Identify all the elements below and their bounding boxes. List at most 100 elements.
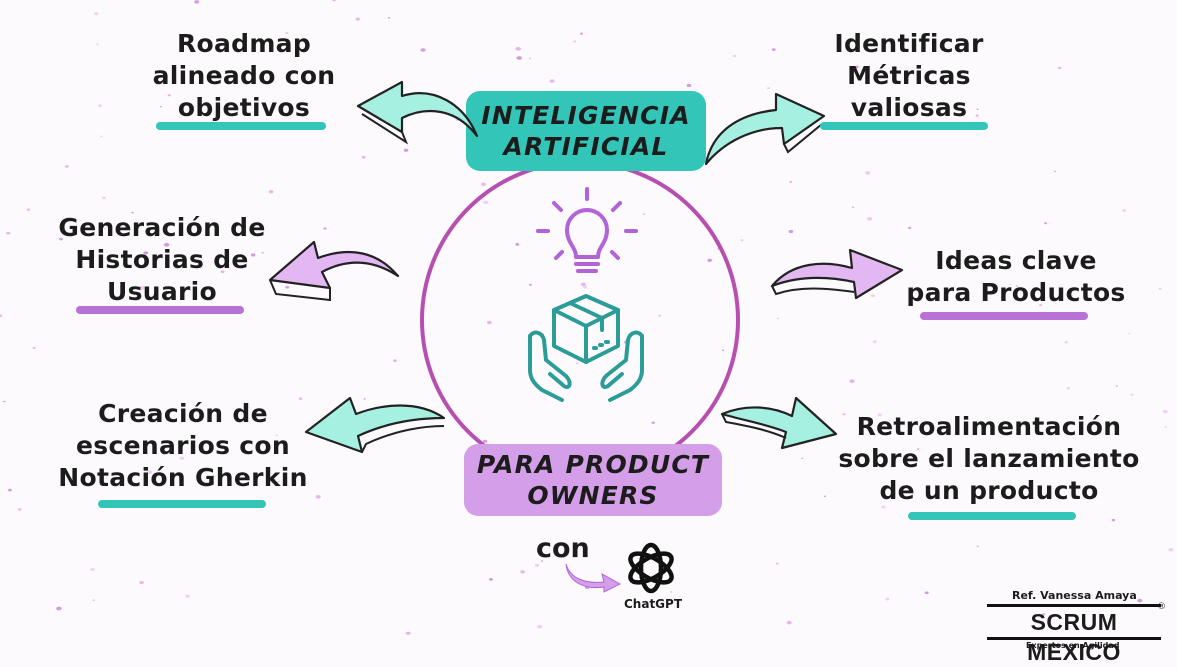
confetti-dot — [529, 283, 532, 286]
confetti-dot — [529, 57, 532, 60]
confetti-dot — [849, 379, 855, 384]
confetti-dot — [220, 270, 225, 274]
confetti-dot — [1053, 170, 1056, 173]
confetti-dot — [870, 294, 875, 297]
ideas-underline — [920, 312, 1088, 320]
confetti-dot — [403, 148, 409, 152]
gherkin-line-1: Creación de — [98, 399, 268, 428]
gherkin-line-3: Notación Gherkin — [58, 463, 308, 492]
metricas-line-1: Identificar — [834, 29, 984, 58]
confetti-dot — [3, 400, 6, 403]
confetti-dot — [163, 242, 170, 247]
confetti-dot — [520, 570, 525, 574]
gherkin-label: Creación de escenarios con Notación Gher… — [52, 398, 314, 494]
confetti-dot — [185, 594, 190, 598]
confetti-dot — [285, 285, 290, 289]
confetti-dot — [576, 362, 579, 365]
ai-banner-line-1: INTELIGENCIA — [481, 101, 691, 130]
confetti-dot — [1115, 385, 1119, 387]
confetti-dot — [771, 48, 776, 51]
arrow-to-historias — [268, 240, 400, 302]
confetti-dot — [96, 43, 99, 46]
metricas-line-2: Métricas — [847, 61, 971, 90]
historias-line-1: Generación de — [58, 213, 266, 242]
confetti-dot — [323, 227, 327, 230]
confetti-dot — [928, 457, 932, 460]
confetti-dot — [92, 599, 96, 602]
confetti-dot — [94, 12, 99, 16]
confetti-dot — [1042, 613, 1046, 616]
confetti-dot — [1137, 598, 1143, 603]
confetti-dot — [642, 213, 646, 216]
confetti-dot — [405, 631, 411, 635]
confetti-dot — [100, 135, 103, 138]
confetti-dot — [865, 170, 871, 175]
confetti-dot — [487, 320, 492, 325]
confetti-dot — [98, 104, 102, 107]
confetti-dot — [881, 505, 886, 509]
confetti-dot — [285, 31, 289, 35]
metricas-label: Identificar Métricas valiosas — [800, 28, 1018, 124]
confetti-dot — [549, 79, 555, 83]
confetti-dot — [516, 56, 522, 60]
con-text: con — [536, 533, 590, 564]
confetti-dot — [908, 226, 912, 229]
confetti-dot — [483, 200, 489, 205]
confetti-dot — [167, 94, 171, 97]
po-banner-line-2: OWNERS — [527, 481, 659, 510]
ideas-label: Ideas clave para Productos — [896, 245, 1136, 309]
confetti-dot — [1128, 332, 1131, 335]
confetti-dot — [540, 560, 544, 562]
historias-label: Generación de Historias de Usuario — [44, 212, 280, 308]
confetti-dot — [776, 317, 780, 320]
confetti-dot — [877, 413, 882, 417]
confetti-dot — [56, 606, 62, 611]
metricas-underline — [820, 122, 988, 130]
confetti-dot — [388, 17, 391, 19]
gherkin-underline — [98, 500, 266, 508]
confetti-dot — [17, 508, 22, 511]
confetti-dot — [1044, 222, 1047, 225]
confetti-dot — [1162, 409, 1168, 414]
confetti-dot — [686, 83, 692, 88]
roadmap-underline — [156, 122, 326, 130]
confetti-dot — [789, 181, 793, 183]
logo-wordmark: SCRUM MEXICO — [1027, 609, 1121, 665]
confetti-dot — [104, 227, 107, 230]
confetti-dot — [924, 591, 929, 595]
confetti-dot — [580, 32, 583, 35]
roadmap-line-1: Roadmap — [176, 29, 312, 58]
retro-line-2: sobre el lanzamiento — [838, 444, 1140, 473]
confetti-dot — [59, 237, 63, 241]
confetti-dot — [658, 314, 661, 317]
confetti-dot — [786, 620, 792, 625]
confetti-dot — [866, 217, 873, 221]
confetti-dot — [767, 87, 770, 90]
confetti-dot — [483, 439, 488, 443]
confetti-dot — [1158, 287, 1162, 290]
confetti-dot — [393, 359, 397, 362]
confetti-dot — [139, 581, 144, 584]
lightbulb-icon — [536, 187, 638, 273]
confetti-dot — [852, 206, 855, 208]
confetti-dot — [573, 40, 577, 43]
confetti-dot — [363, 398, 366, 400]
confetti-dot — [272, 478, 276, 481]
connector-arrow-icon — [565, 563, 622, 593]
ideas-line-1: Ideas clave — [935, 246, 1097, 275]
confetti-dot — [975, 114, 979, 117]
historias-line-2: Historias de — [75, 245, 249, 274]
confetti-dot — [670, 591, 672, 593]
confetti-dot — [801, 457, 804, 459]
confetti-dot — [534, 563, 540, 567]
arrow-to-roadmap — [356, 80, 479, 145]
metricas-line-3: valiosas — [850, 93, 968, 122]
confetti-dot — [159, 106, 162, 108]
confetti-dot — [1015, 285, 1018, 287]
confetti-dot — [855, 65, 859, 69]
confetti-dot — [740, 239, 744, 242]
chatgpt-label: ChatGPT — [624, 597, 683, 611]
confetti-dot — [1111, 518, 1116, 522]
confetti-dot — [90, 568, 95, 571]
confetti-dot — [1039, 304, 1042, 306]
